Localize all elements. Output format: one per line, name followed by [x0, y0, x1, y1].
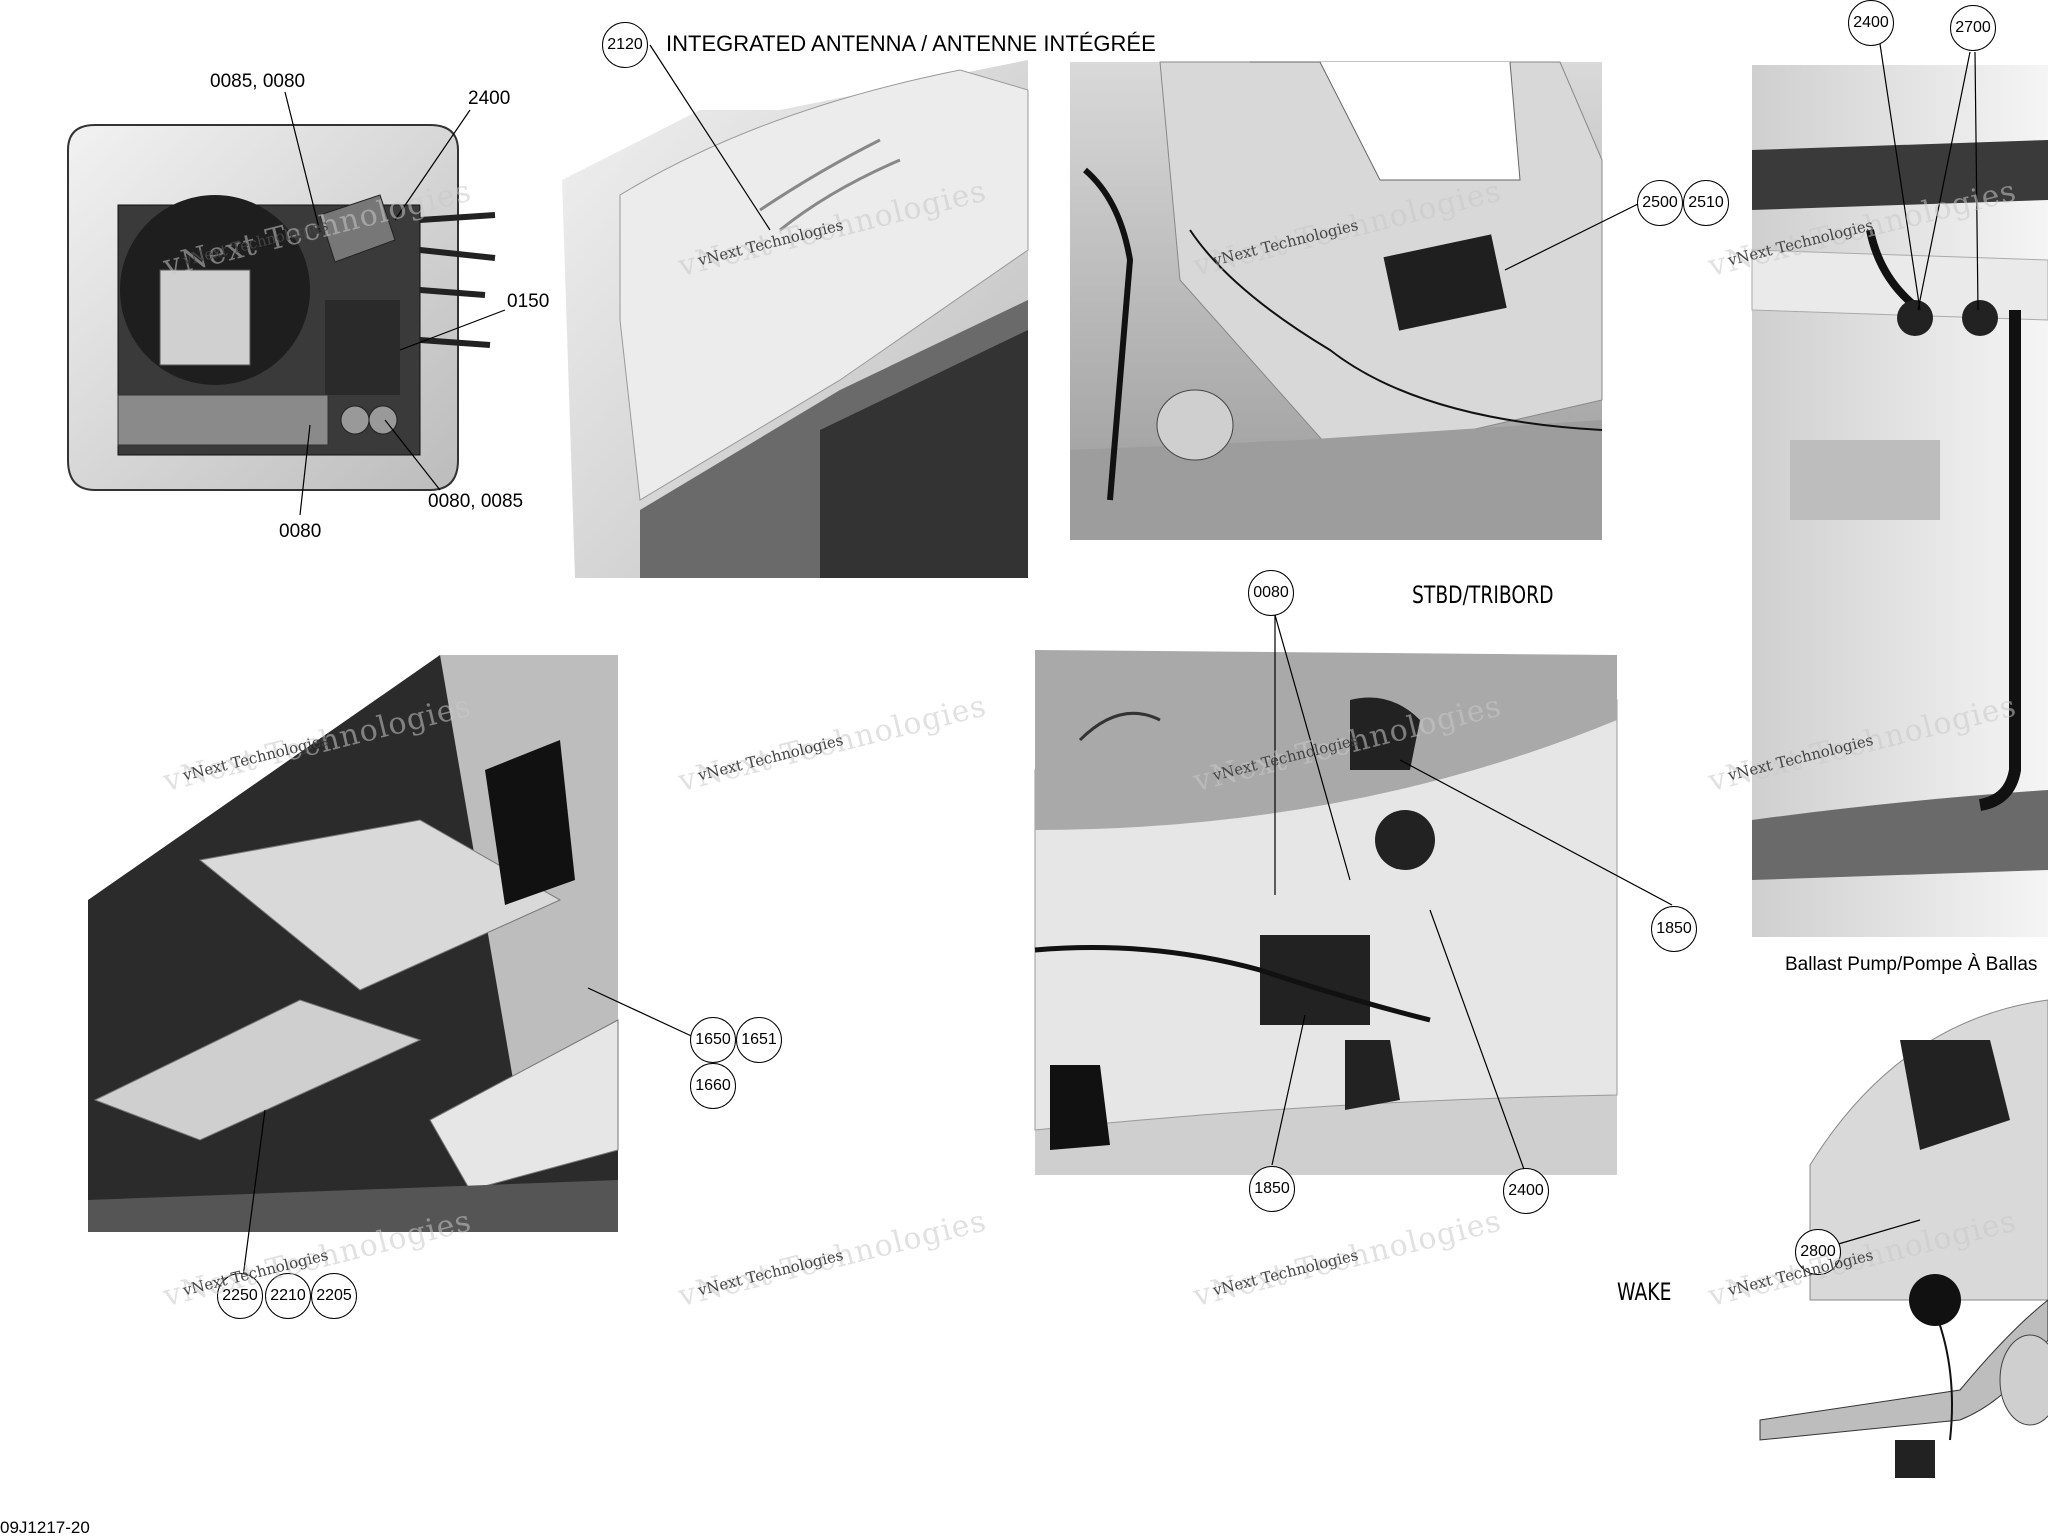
bubble-2400-mid: 2400 [1503, 1168, 1549, 1214]
document-id: 09J1217-20 [0, 1518, 90, 1537]
panel-electrical-box [67, 91, 506, 516]
bubble-1660: 1660 [690, 1063, 736, 1109]
callout-0080-0085: 0080, 0085 [428, 491, 524, 512]
panel-wake [1759, 999, 2048, 1478]
caption-stbd-tribord: STBD/TRIBORD [1412, 581, 1554, 609]
bubble-2250: 2250 [217, 1273, 263, 1319]
bubble-2120: 2120 [602, 22, 648, 68]
bubble-2800: 2800 [1795, 1229, 1841, 1275]
caption-wake: WAKE [1617, 1278, 1672, 1306]
panel-dash [88, 655, 701, 1301]
callout-0150: 0150 [507, 291, 550, 312]
callout-2400-top: 2400 [468, 88, 511, 109]
bubble-2510: 2510 [1683, 180, 1729, 226]
bubble-0080: 0080 [1248, 570, 1294, 616]
bubble-2205: 2205 [311, 1273, 357, 1319]
bubble-2700: 2700 [1950, 5, 1996, 51]
bubble-2210: 2210 [265, 1273, 311, 1319]
bubble-1651: 1651 [736, 1017, 782, 1063]
panel-stbd [1034, 614, 1673, 1175]
callout-0085-0080: 0085, 0080 [210, 71, 306, 92]
bubble-2500: 2500 [1637, 180, 1683, 226]
bubble-1850-a: 1850 [1651, 906, 1697, 952]
bubble-1650: 1650 [690, 1017, 736, 1063]
bubble-2400-right: 2400 [1848, 0, 1894, 46]
panel-antenna [562, 44, 1029, 578]
panel-amplifier [1070, 61, 1641, 540]
panel-ballast [1751, 43, 2048, 937]
bubble-1850-b: 1850 [1249, 1166, 1295, 1212]
caption-ballast-pump: Ballast Pump/Pompe À Ballas [1785, 954, 2038, 975]
caption-integrated-antenna: INTEGRATED ANTENNA / ANTENNE INTÉGRÉE [666, 31, 1156, 56]
callout-0080-bottom: 0080 [279, 521, 322, 542]
